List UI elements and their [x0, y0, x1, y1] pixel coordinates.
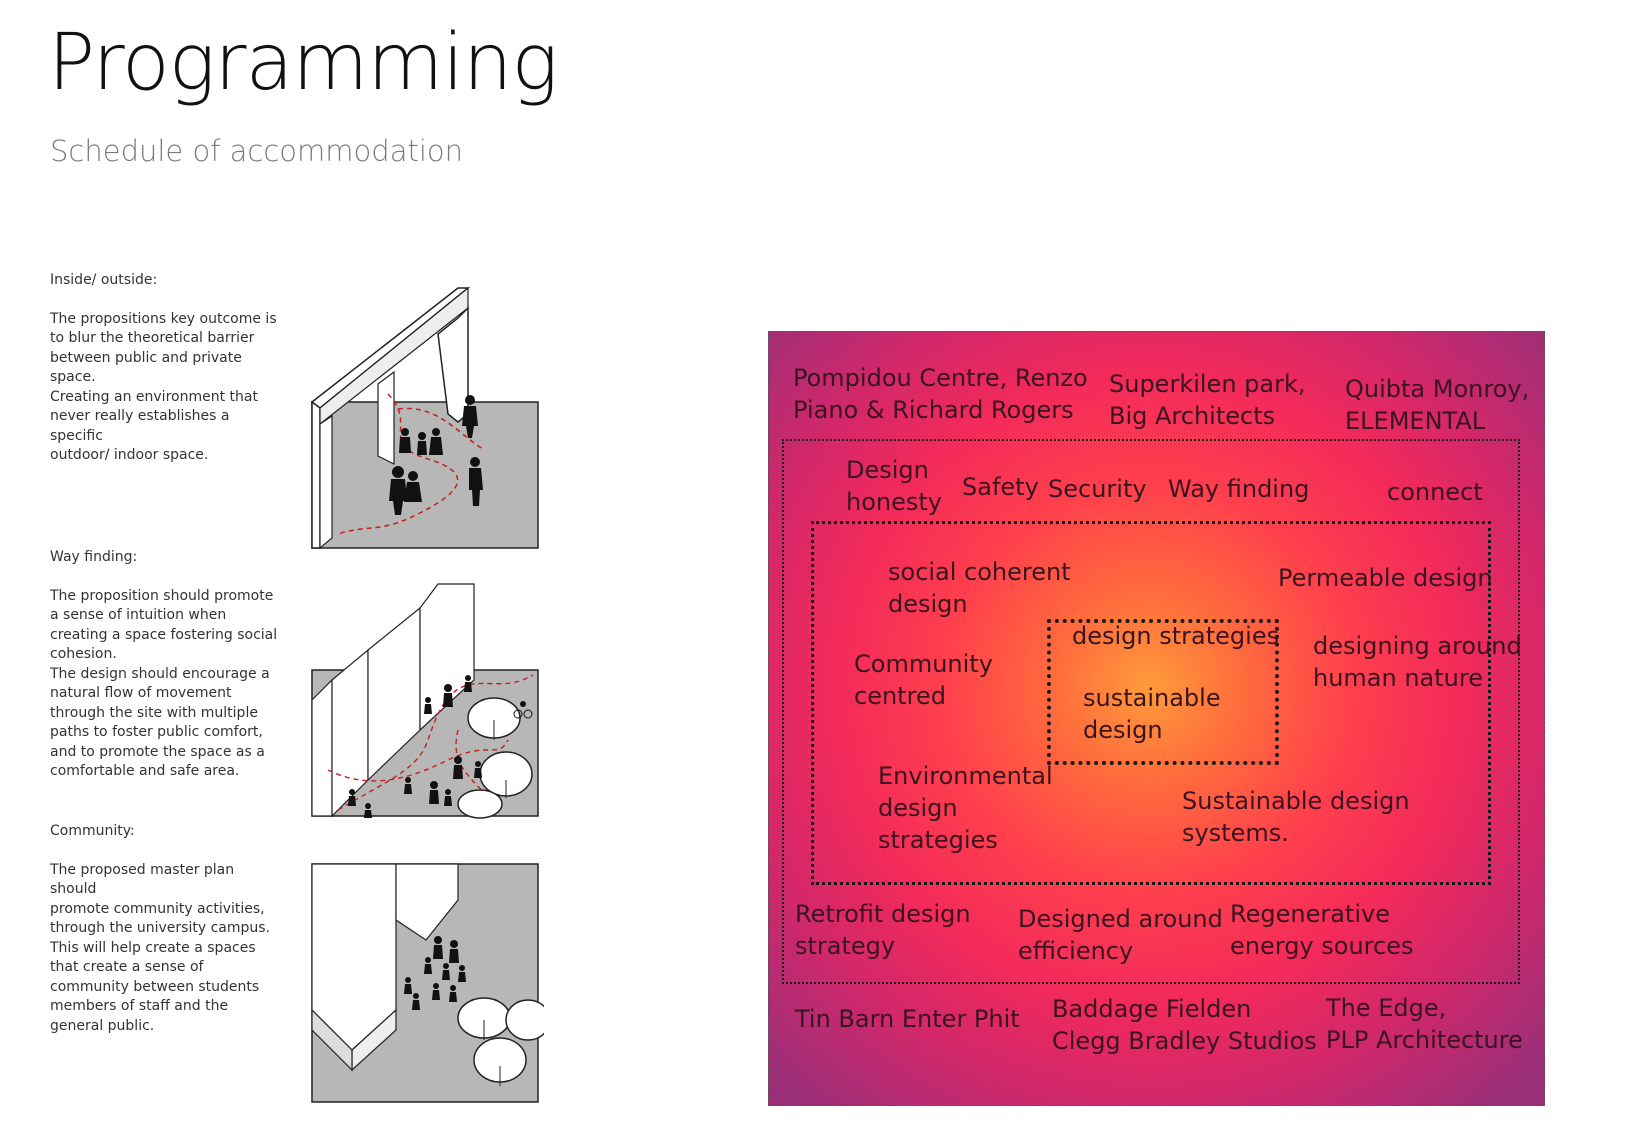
precedent-superkilen: Superkilen park, Big Architects [1109, 370, 1306, 430]
middle-ring [811, 521, 1491, 885]
page-subtitle: Schedule of accommodation [50, 134, 464, 168]
inside-outside-illustration [310, 286, 539, 550]
precedent-the-edge: The Edge, PLP Architecture [1326, 994, 1523, 1054]
label-designing-around-human-nature: designing around human nature [1313, 632, 1522, 692]
section-inside-outside: Inside/ outside: The propositions key ou… [50, 271, 280, 466]
strategy-regenerative-energy: Regenerative energy sources [1230, 900, 1414, 960]
precedent-quinta-monroy: Quibta Monroy, ELEMENTAL [1345, 375, 1530, 435]
strategy-efficiency: Designed around efficiency [1018, 905, 1223, 965]
community-illustration [311, 863, 544, 1103]
precedent-tin-barn: Tin Barn Enter Phit [795, 1005, 1020, 1033]
principle-way-finding: Way finding [1168, 475, 1310, 503]
page-title: Programming [48, 18, 558, 108]
principle-safety: Safety [962, 473, 1039, 501]
core-subtitle: sustainable design [1083, 684, 1221, 744]
precedent-pompidou: Pompidou Centre, Renzo Piano & Richard R… [793, 364, 1088, 424]
label-sustainable-design-systems: Sustainable design systems. [1182, 787, 1410, 847]
strategy-retrofit: Retrofit design strategy [795, 900, 971, 960]
section-heading: Inside/ outside: [50, 272, 158, 288]
label-permeable-design: Permeable design [1278, 564, 1493, 592]
label-environmental-design-strategies: Environmental design strategies [878, 762, 1053, 854]
label-community-centred: Community centred [854, 650, 993, 710]
section-body: The proposition should promote a sense o… [50, 587, 278, 780]
precedent-baddage-fielden: Baddage Fielden Clegg Bradley Studios [1052, 995, 1317, 1055]
core-title: design strategies [1072, 622, 1280, 650]
core-ring [1047, 619, 1279, 765]
section-heading: Way finding: [50, 549, 138, 565]
way-finding-illustration [311, 583, 539, 819]
concentric-diagram: Pompidou Centre, Renzo Piano & Richard R… [768, 331, 1545, 1106]
section-way-finding: Way finding: The proposition should prom… [50, 548, 280, 782]
section-heading: Community: [50, 823, 135, 839]
principle-security: Security [1048, 475, 1147, 503]
principle-connect: connect [1387, 478, 1483, 506]
section-body: The propositions key outcome is to blur … [50, 310, 277, 464]
section-community: Community: The proposed master plan shou… [50, 822, 280, 1036]
outer-ring [782, 439, 1520, 984]
label-social-coherent-design: social coherent design [888, 558, 1071, 618]
section-body: The proposed master plan should promote … [50, 861, 271, 1034]
principle-design-honesty: Design honesty [846, 456, 942, 516]
